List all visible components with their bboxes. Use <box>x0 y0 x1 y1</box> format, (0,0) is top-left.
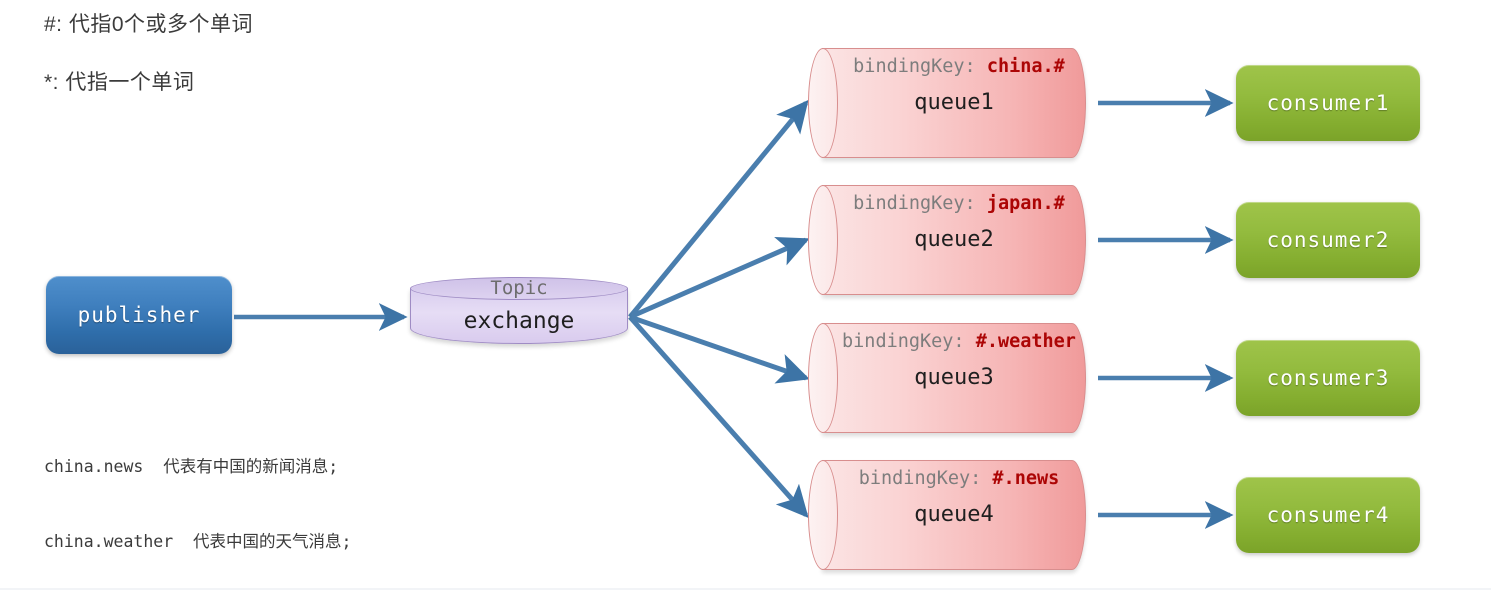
arrow-exchange-to-queue1 <box>628 99 809 319</box>
legend-line-1: china.news 代表有中国的新闻消息; <box>44 457 339 476</box>
publisher-node[interactable]: publisher <box>46 276 232 354</box>
queue-cylinder-cap <box>808 185 838 295</box>
queue-binding-key-1: bindingKey: china.# <box>824 54 1094 80</box>
binding-key-label: bindingKey: <box>853 56 976 77</box>
queue-name-2: queue2 <box>914 227 994 252</box>
exchange-type-label: Topic <box>490 277 548 299</box>
consumer-node-2[interactable]: consumer2 <box>1236 202 1420 278</box>
consumer-node-4[interactable]: consumer4 <box>1236 477 1420 553</box>
queue-cylinder-body <box>822 460 1086 570</box>
topic-exchange-node[interactable]: Topic exchange <box>410 277 628 349</box>
queue-node-3[interactable]: bindingKey: #.weather queue3 <box>808 323 1086 433</box>
queue-node-2[interactable]: bindingKey: japan.# queue2 <box>808 185 1086 295</box>
binding-key-value: china.# <box>986 56 1065 77</box>
note-hash-wildcard: #: 代指0个或多个单词 <box>44 13 254 36</box>
consumer-node-3[interactable]: consumer3 <box>1236 340 1420 416</box>
routing-key-legend: china.news 代表有中国的新闻消息; china.weather 代表中… <box>44 404 352 588</box>
binding-key-label: bindingKey: <box>853 193 976 214</box>
queue-cylinder-body <box>822 185 1086 295</box>
queue-node-4[interactable]: bindingKey: #.news queue4 <box>808 460 1086 570</box>
arrow-exchange-to-queue3 <box>629 314 810 384</box>
consumer-label-3: consumer3 <box>1266 366 1390 390</box>
publisher-label: publisher <box>77 303 201 327</box>
arrow-exchange-to-queue4 <box>628 315 809 518</box>
exchange-cylinder-top <box>410 277 628 300</box>
binding-key-label: bindingKey: <box>858 468 982 489</box>
consumer-label-2: consumer2 <box>1266 228 1390 252</box>
queue-binding-key-2: bindingKey: japan.# <box>824 191 1094 217</box>
binding-key-value: japan.# <box>986 193 1065 214</box>
queue-binding-key-3: bindingKey: #.weather <box>818 329 1100 355</box>
binding-key-label: bindingKey: <box>842 331 965 352</box>
queue-node-1[interactable]: bindingKey: china.# queue1 <box>808 48 1086 158</box>
queue-name-4: queue4 <box>914 502 994 527</box>
binding-key-value: #.weather <box>975 331 1076 352</box>
queue-cylinder-cap <box>808 48 838 158</box>
binding-key-value: #.news <box>992 468 1060 489</box>
queue-cylinder-body <box>822 323 1086 433</box>
queue-binding-key-4: bindingKey: #.news <box>824 466 1094 492</box>
arrow-exchange-to-queue2 <box>628 237 810 320</box>
consumer-label-4: consumer4 <box>1266 503 1390 527</box>
queue-name-1: queue1 <box>914 90 994 115</box>
legend-line-2: china.weather 代表中国的天气消息; <box>44 532 352 551</box>
queue-name-3: queue3 <box>914 365 994 390</box>
queue-cylinder-cap <box>808 323 838 433</box>
exchange-name-label: exchange <box>463 308 575 334</box>
queue-cylinder-body <box>822 48 1086 158</box>
consumer-node-1[interactable]: consumer1 <box>1236 65 1420 141</box>
queue-cylinder-cap <box>808 460 838 570</box>
note-star-wildcard: *: 代指一个单词 <box>44 71 195 94</box>
consumer-label-1: consumer1 <box>1266 91 1390 115</box>
